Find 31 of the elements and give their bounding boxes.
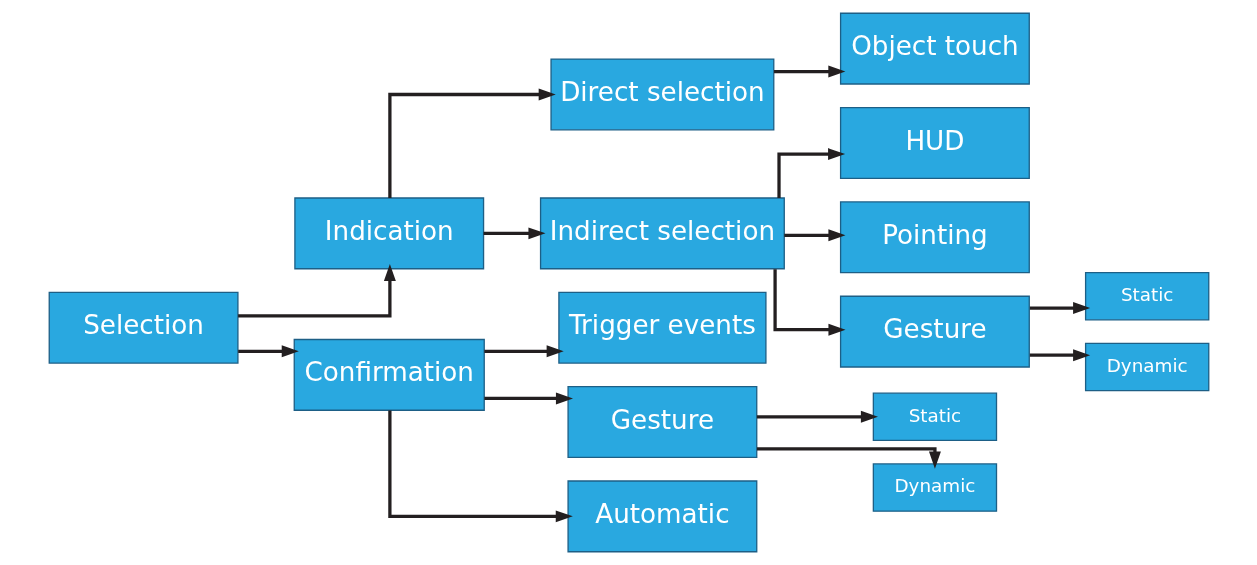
- node-box: Static: [872, 392, 997, 442]
- node-box: Indirect selection: [539, 197, 785, 270]
- node-box: Selection: [48, 291, 239, 364]
- arrow: [776, 148, 845, 198]
- node-box: Pointing: [839, 201, 1030, 274]
- arrow: [237, 263, 396, 318]
- arrow: [756, 447, 941, 469]
- arrow: [772, 269, 846, 336]
- node-box: Dynamic: [1084, 342, 1209, 392]
- node-box: Confirmation: [293, 338, 485, 411]
- arrow: [783, 229, 845, 242]
- arrow: [773, 65, 845, 78]
- node-box: Indication: [293, 197, 484, 270]
- node-box: Static: [1084, 272, 1209, 321]
- node-box: Gesture: [566, 386, 757, 459]
- arrow: [1029, 349, 1090, 362]
- node-box: Direct selection: [549, 58, 774, 131]
- node-box: HUD: [839, 106, 1030, 179]
- node-box: Object touch: [839, 12, 1030, 85]
- arrow: [483, 345, 564, 358]
- arrow: [387, 410, 573, 523]
- arrow: [483, 392, 573, 405]
- arrow: [756, 410, 878, 423]
- arrow: [483, 227, 545, 240]
- arrow: [237, 345, 299, 358]
- node-box: Trigger events: [557, 291, 767, 364]
- arrow: [387, 88, 556, 198]
- arrow: [1029, 302, 1090, 315]
- node-box: Gesture: [839, 295, 1030, 368]
- node-box: Automatic: [566, 480, 757, 553]
- node-box: Dynamic: [872, 463, 997, 512]
